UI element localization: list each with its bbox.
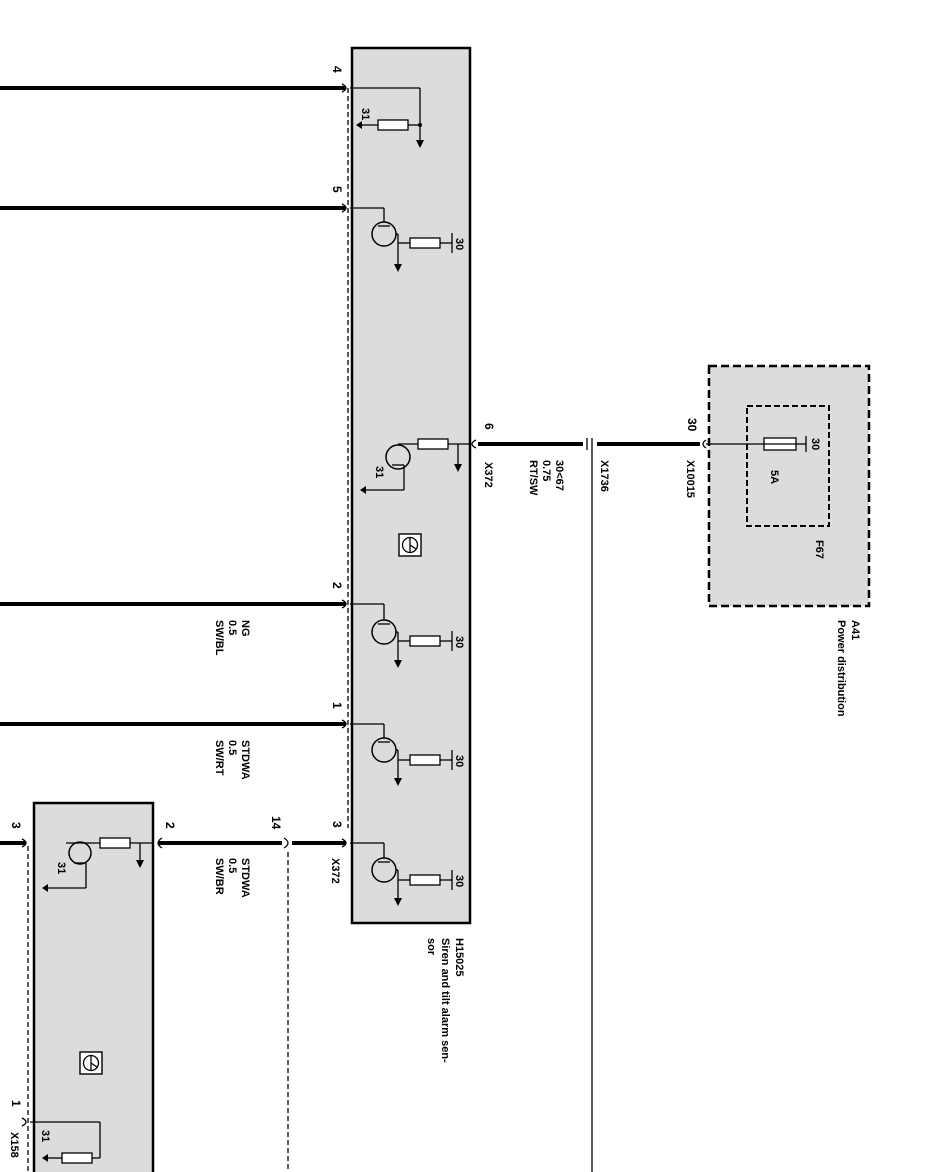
ground-label: 31 <box>55 862 67 874</box>
lower-siren-symbol <box>79 1051 103 1075</box>
fuse-terminal: 30 <box>809 438 821 450</box>
wire3-size: 0.5 <box>226 858 238 873</box>
lower-connector-label: X158 <box>8 1132 20 1158</box>
lower-pin-label-1: 1 <box>9 1100 23 1107</box>
supply-label: 30 <box>453 755 465 767</box>
wire1-size: 0.5 <box>226 740 238 755</box>
lower-pin-label-3: 3 <box>9 822 23 829</box>
wire3-signal: STDWA <box>239 858 251 898</box>
h15025-id: H15025 <box>453 938 465 977</box>
pin-label-14: 14 <box>269 816 283 830</box>
siren-symbol <box>398 533 422 557</box>
wire3-color: SW/BR <box>213 858 225 895</box>
supply-label: 30 <box>453 238 465 250</box>
supply-label: 30 <box>453 636 465 648</box>
fuse-rating: 5A <box>768 470 780 484</box>
wire2-size: 0.5 <box>226 620 238 635</box>
wire2-color: SW/BL <box>213 620 225 656</box>
ground-label: 31 <box>39 1130 51 1142</box>
wire6-size: 0.75 <box>540 460 552 481</box>
h15025-name: Siren and tilt alarm sen- <box>439 938 451 1063</box>
pin-label-1: 1 <box>330 702 344 709</box>
a41-name: Power distribution <box>835 620 847 717</box>
f67-box <box>746 405 830 527</box>
h15025-name-cont: sor <box>425 938 437 956</box>
ground-label: 31 <box>359 108 371 120</box>
wire6-color: RT/SW <box>527 460 539 496</box>
pin-label-4: 4 <box>330 66 344 73</box>
splice-id: X1736 <box>598 460 610 492</box>
h15025-connector-label: X372 <box>482 462 494 488</box>
lower-pin-label-2: 2 <box>163 822 177 829</box>
wire6-signal: 30<67 <box>553 460 565 491</box>
a41-id: A41 <box>849 620 861 640</box>
pin-label-5: 5 <box>330 186 344 193</box>
h15025-module-box <box>350 46 472 925</box>
wire2-signal: NG <box>239 620 251 637</box>
supply-label: 30 <box>453 875 465 887</box>
fuse-id: F67 <box>813 540 825 559</box>
lower-module-box <box>32 801 155 1172</box>
wire1-signal: STDWA <box>239 740 251 780</box>
h15025-row-pin3: 30 3 X372 14 <box>158 816 465 1172</box>
pin-label-6: 6 <box>482 423 496 430</box>
h15025-row-pin5: 30 5 <box>0 186 465 272</box>
ground-label: 31 <box>373 466 385 478</box>
h15025-connector-label-lower: X372 <box>329 858 341 884</box>
h15025-row-pin1: 30 1 <box>0 702 465 786</box>
h15025-row-pin2: 30 2 <box>0 582 465 668</box>
a41-input-pin: 30 <box>685 418 699 432</box>
h15025-row-pin4: 31 4 <box>0 66 424 148</box>
wire1-color: SW/RT <box>213 740 225 776</box>
h15025-row-pin6: 31 6 X372 <box>360 423 496 494</box>
pin-label-2: 2 <box>330 582 344 589</box>
pin-label-3: 3 <box>330 821 344 828</box>
a41-connector: X10015 <box>684 460 696 498</box>
